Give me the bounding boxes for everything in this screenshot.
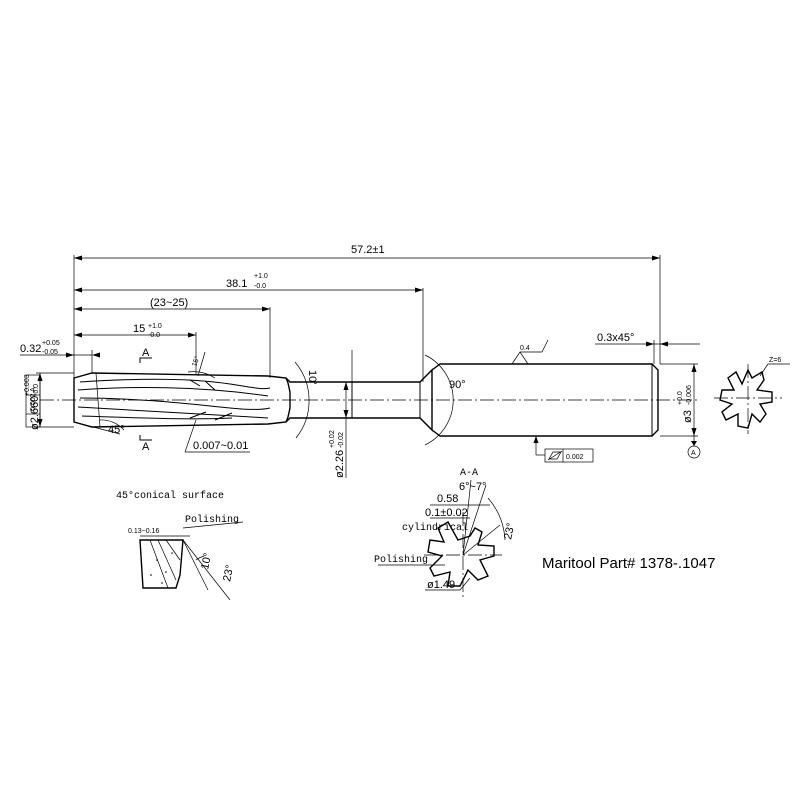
part-number-label: Maritool Part# 1378-.1047 <box>542 555 715 572</box>
runout-datum-left: A <box>30 387 37 392</box>
overall-length-label: 57.2±1 <box>351 244 385 256</box>
length-38-lower: -0.0 <box>254 283 266 290</box>
angle-90-label: 90° <box>449 379 466 391</box>
section-a-a: A-A 6°~7° 0.58 0.1±0.02 cylindrical 23° … <box>374 468 517 600</box>
dia-226-lower: -0.02 <box>338 432 345 448</box>
dim-032-label: 0.32 <box>20 343 41 355</box>
dia-2660-lower: -0.0 <box>33 384 40 396</box>
dia-2660-label: ø2.660 <box>29 396 41 430</box>
flutes-label: Z=6 <box>769 357 781 364</box>
section-label-bottom: A <box>142 441 150 453</box>
detail-land-label: 0.13~0.16 <box>128 528 159 535</box>
detail-title: 45°conical surface <box>116 490 224 502</box>
section-margin-label: 0.1±0.02 <box>425 507 468 519</box>
section-058-label: 0.58 <box>437 493 458 505</box>
dimension-labels: 57.2±1 38.1 +1.0 -0.0 (23~25) 15 +1.0 -0… <box>20 244 696 478</box>
cylindricity-icon <box>547 450 563 461</box>
dia-3-lower: -0.006 <box>686 385 693 405</box>
detail-angle-10: 10° <box>199 552 214 571</box>
section-label-top: A <box>142 347 150 359</box>
cyl-tol-label: 0.002 <box>566 454 584 461</box>
roughness-label: 0.4 <box>520 345 530 352</box>
length-38-upper: +1.0 <box>254 273 268 280</box>
dia-2660-upper: +0.003 <box>24 374 31 396</box>
length-15-lower: -0.0 <box>148 332 160 339</box>
section-polishing-label: Polishing <box>374 554 428 566</box>
angle-10-label: 10' <box>306 370 318 384</box>
datum-a-label: A <box>691 450 696 457</box>
detail-conical: 45°conical surface 0.13~0.16 Polishing 1… <box>116 490 244 601</box>
length-38-label: 38.1 <box>226 278 247 290</box>
length-23-25-label: (23~25) <box>150 297 188 309</box>
chamfer-label: 0.3x45° <box>597 332 634 344</box>
section-cylindrical-label: cylindrical <box>402 522 468 534</box>
angle-45-label: 45° <box>108 424 125 436</box>
dim-032-lower: -0.05 <box>42 349 58 356</box>
dia-3-upper: +0.0 <box>677 391 684 405</box>
section-dia-label: ø1.49 <box>427 579 455 591</box>
dia-3-label: ø3 <box>682 410 694 423</box>
end-view: Z=6 <box>714 357 790 434</box>
length-15-upper: +1.0 <box>148 323 162 330</box>
dimension-lines <box>20 255 701 478</box>
runout-tol-left: 0.002 <box>30 393 37 411</box>
tool-body <box>40 363 700 437</box>
section-helix-label: 6°~7° <box>459 481 486 493</box>
angle-15-label: 15° <box>190 355 201 368</box>
back-taper-label: 0.007~0.01 <box>193 440 248 452</box>
dia-226-upper: +0.02 <box>329 430 336 448</box>
section-angle-23: 23° <box>502 522 517 541</box>
section-title: A-A <box>460 468 478 479</box>
dia-226-label: ø2.26 <box>334 450 346 478</box>
detail-polishing-label: Polishing <box>185 514 239 526</box>
detail-angle-23: 23° <box>221 564 236 583</box>
length-15-label: 15 <box>133 323 145 335</box>
dim-032-upper: +0.05 <box>42 340 60 347</box>
